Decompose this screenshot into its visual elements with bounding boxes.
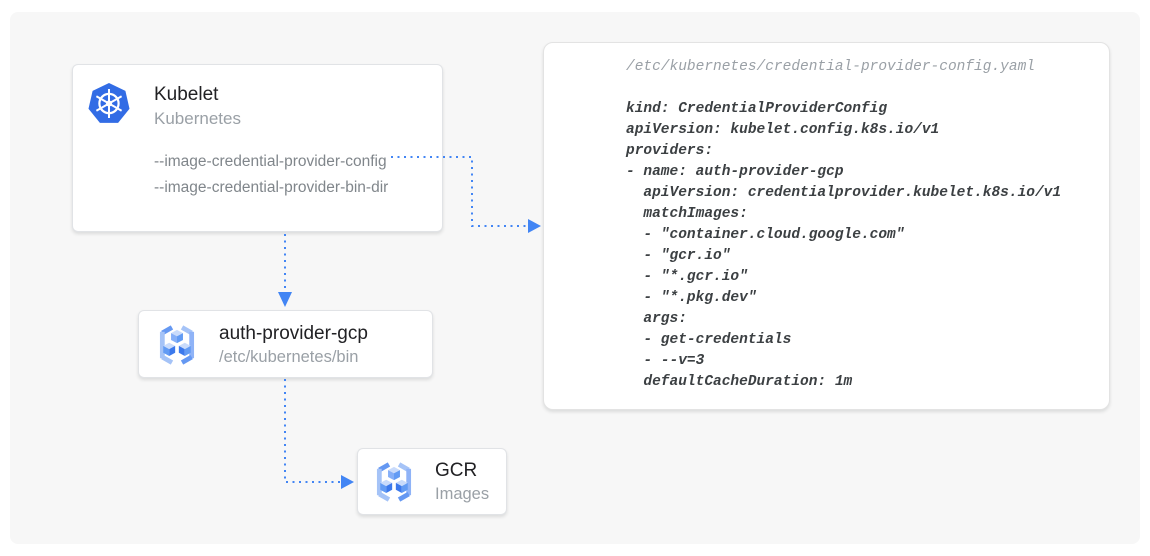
auth-provider-gcp-title: auth-provider-gcp <box>219 323 368 344</box>
yaml-code-line: - --v=3 <box>626 353 705 369</box>
kubelet-flag-list: --image-credential-provider-config --ima… <box>154 149 388 201</box>
kubelet-flag: --image-credential-provider-bin-dir <box>154 179 389 196</box>
auth-provider-gcp-subtitle: /etc/kubernetes/bin <box>219 348 359 366</box>
container-registry-icon <box>372 460 416 509</box>
yaml-code-line: - name: auth-provider-gcp <box>626 164 844 180</box>
kubelet-node-card: Kubelet Kubernetes --image-credential-pr… <box>72 64 443 232</box>
yaml-code-line: - "container.cloud.google.com" <box>626 227 905 243</box>
gcr-title: GCR <box>435 460 478 481</box>
kubelet-subtitle: Kubernetes <box>154 109 241 128</box>
yaml-config-panel: /etc/kubernetes/credential-provider-conf… <box>543 42 1110 410</box>
gcr-subtitle: Images <box>435 485 490 503</box>
yaml-code-line: args: <box>626 311 687 327</box>
container-registry-icon <box>155 323 199 372</box>
yaml-code-line: - "*.gcr.io" <box>626 269 748 285</box>
kubernetes-helm-icon <box>87 81 131 130</box>
kubelet-title: Kubelet <box>154 84 219 105</box>
yaml-code-line: defaultCacheDuration: 1m <box>626 374 853 390</box>
yaml-code-line: kind: CredentialProviderConfig <box>626 101 888 117</box>
yaml-filename: /etc/kubernetes/credential-provider-conf… <box>626 59 1035 75</box>
yaml-code-line: providers: <box>626 143 714 159</box>
yaml-code-line: apiVersion: kubelet.config.k8s.io/v1 <box>626 122 940 138</box>
yaml-code-line: - "*.pkg.dev" <box>626 290 757 306</box>
gcr-node-card: GCR Images <box>357 448 507 515</box>
yaml-code-line: apiVersion: credentialprovider.kubelet.k… <box>626 185 1062 201</box>
yaml-code: kind: CredentialProviderConfig apiVersio… <box>626 99 1061 393</box>
yaml-code-line: - "gcr.io" <box>626 248 731 264</box>
yaml-code-line: - get-credentials <box>626 332 792 348</box>
kubelet-flag: --image-credential-provider-config <box>154 153 387 170</box>
yaml-code-line: matchImages: <box>626 206 748 222</box>
auth-provider-gcp-node-card: auth-provider-gcp /etc/kubernetes/bin <box>138 310 433 378</box>
